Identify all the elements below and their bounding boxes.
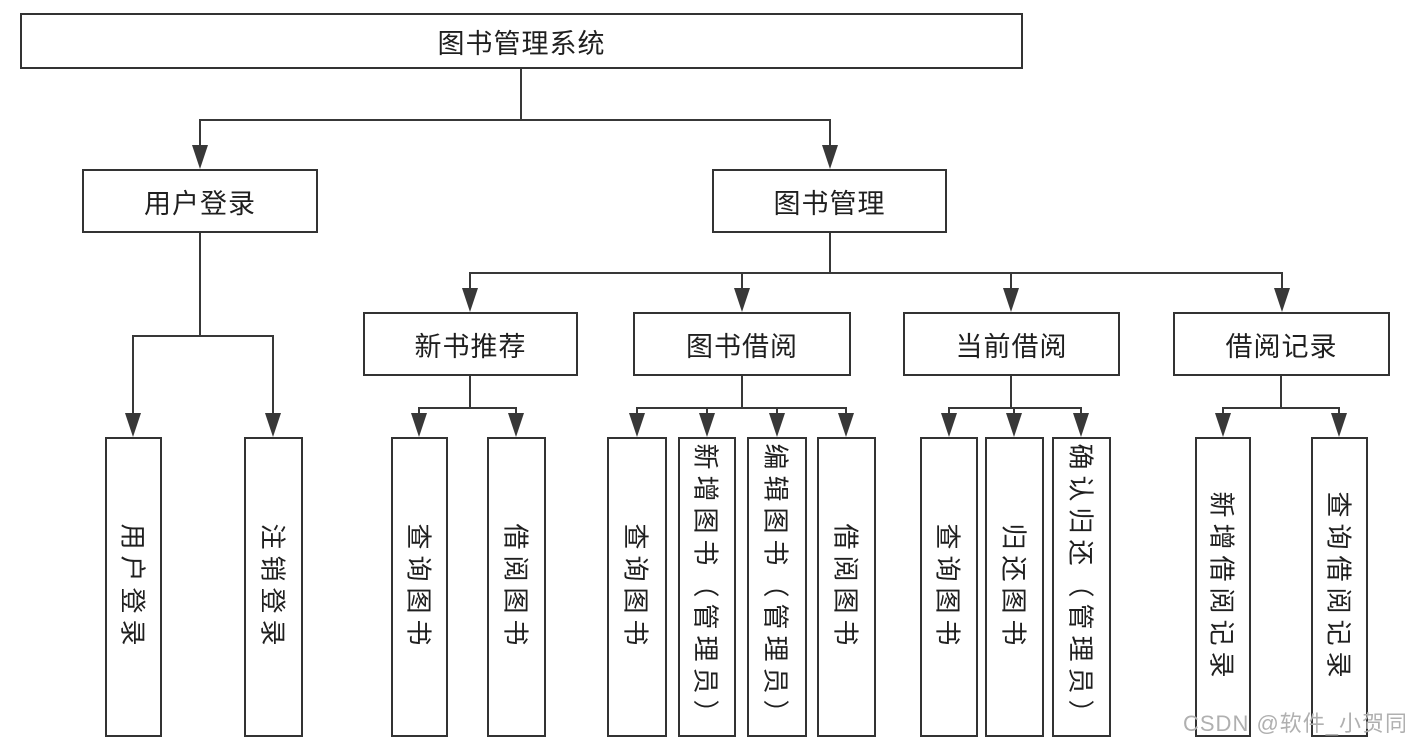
leaf-current-query: 查询图书	[920, 437, 978, 737]
connector-leaf-stem	[636, 407, 638, 417]
arrowhead-book-mgmt	[822, 145, 838, 169]
leaf-label: 借阅图书	[830, 522, 861, 652]
leaf-newbook-borrow: 借阅图书	[487, 437, 546, 737]
node-label: 借阅记录	[1225, 331, 1338, 362]
node-book-management: 图书管理	[712, 169, 947, 233]
node-label: 当前借阅	[955, 331, 1068, 362]
node-library-system: 图书管理系统	[20, 13, 1023, 69]
node-label: 图书借阅	[686, 331, 798, 362]
connector-leaf-stem	[845, 407, 847, 417]
connector-book-mgmt-drop	[829, 233, 831, 272]
connector-leaf-stem	[1080, 407, 1082, 417]
arrowhead-records	[1274, 288, 1290, 312]
connector-current-drop	[1010, 376, 1012, 407]
leaf-label: 查询借阅记录	[1323, 490, 1354, 684]
arrowhead-leaf	[769, 413, 785, 437]
leaf-borrow-book: 借阅图书	[817, 437, 876, 737]
connector-user-login-stem	[199, 119, 201, 147]
connector-book-mgmt-stem	[829, 119, 831, 147]
leaf-label: 新增借阅记录	[1206, 490, 1237, 684]
node-label: 新书推荐	[414, 331, 527, 362]
node-user-login: 用户登录	[82, 169, 318, 233]
connector-borrow-stem	[741, 272, 743, 290]
arrowhead-leaf	[699, 413, 715, 437]
arrowhead-leaf	[508, 413, 524, 437]
leaf-records-add: 新增借阅记录	[1195, 437, 1251, 737]
connector-leaf-stem	[776, 407, 778, 417]
leaf-label: 查询图书	[932, 522, 963, 652]
leaf-borrow-add-admin: 新增图书（管理员）	[678, 437, 736, 737]
leaf-newbook-query: 查询图书	[391, 437, 448, 737]
leaf-label: 编辑图书（管理员）	[760, 442, 791, 732]
connector-leaf-stem	[1222, 407, 1224, 417]
arrowhead-leaf	[1073, 413, 1089, 437]
connector-leaf-stem	[1338, 407, 1340, 417]
leaf-label: 归还图书	[998, 522, 1029, 652]
leaf-label: 确认归还（管理员）	[1065, 442, 1096, 732]
connector-leaf-stem	[706, 407, 708, 417]
arrowhead-borrow	[734, 288, 750, 312]
arrowhead-user-login	[192, 145, 208, 169]
arrowhead-leaf	[1006, 413, 1022, 437]
connector-newbook-stem	[469, 272, 471, 290]
node-label: 图书管理	[773, 188, 886, 219]
connector-leaf-stem	[1013, 407, 1015, 417]
leaf-label: 注销登录	[257, 522, 288, 652]
leaf-borrow-edit-admin: 编辑图书（管理员）	[747, 437, 807, 737]
connector-level2-bus	[469, 272, 1283, 274]
leaf-label: 新增图书（管理员）	[690, 442, 721, 732]
arrowhead-leaf	[411, 413, 427, 437]
connector-leaf-stem	[132, 335, 134, 415]
arrowhead-leaf	[265, 413, 281, 437]
csdn-watermark: CSDN @软件_小贺同学	[1183, 711, 1405, 736]
connector-records-drop	[1280, 376, 1282, 407]
connector-borrow-drop	[741, 376, 743, 407]
connector-newbook-bus	[419, 407, 517, 409]
node-borrow-records: 借阅记录	[1173, 312, 1390, 376]
connector-current-bus	[948, 407, 1082, 409]
node-new-book-recommend: 新书推荐	[363, 312, 578, 376]
connector-current-stem	[1010, 272, 1012, 290]
connector-records-stem	[1281, 272, 1283, 290]
connector-leaf-stem	[948, 407, 950, 417]
leaf-logout: 注销登录	[244, 437, 303, 737]
connector-user-login-drop	[199, 233, 201, 335]
connector-user-login-bus	[132, 335, 274, 337]
leaf-current-return: 归还图书	[985, 437, 1044, 737]
leaf-label: 借阅图书	[500, 522, 531, 652]
leaf-borrow-query: 查询图书	[607, 437, 667, 737]
node-label: 用户登录	[144, 188, 256, 219]
node-label: 图书管理系统	[437, 28, 606, 59]
connector-records-bus	[1222, 407, 1340, 409]
arrowhead-current	[1003, 288, 1019, 312]
arrowhead-leaf	[125, 413, 141, 437]
arrowhead-leaf	[1215, 413, 1231, 437]
connector-borrow-bus	[636, 407, 847, 409]
node-book-borrow: 图书借阅	[633, 312, 851, 376]
arrowhead-leaf	[629, 413, 645, 437]
arrowhead-newbook	[462, 288, 478, 312]
leaf-label: 查询图书	[403, 522, 434, 652]
connector-leaf-stem	[515, 407, 517, 417]
arrowhead-leaf	[1331, 413, 1347, 437]
leaf-label: 查询图书	[620, 522, 651, 652]
leaf-user-login: 用户登录	[105, 437, 162, 737]
connector-newbook-drop	[469, 376, 471, 407]
node-current-borrow: 当前借阅	[903, 312, 1120, 376]
arrowhead-leaf	[838, 413, 854, 437]
connector-leaf-stem	[272, 335, 274, 415]
leaf-records-query: 查询借阅记录	[1311, 437, 1368, 737]
connector-level1-bus	[199, 119, 831, 121]
connector-leaf-stem	[418, 407, 420, 417]
leaf-current-confirm-admin: 确认归还（管理员）	[1052, 437, 1111, 737]
connector-root-stem	[520, 69, 522, 119]
arrowhead-leaf	[941, 413, 957, 437]
leaf-label: 用户登录	[117, 522, 148, 652]
